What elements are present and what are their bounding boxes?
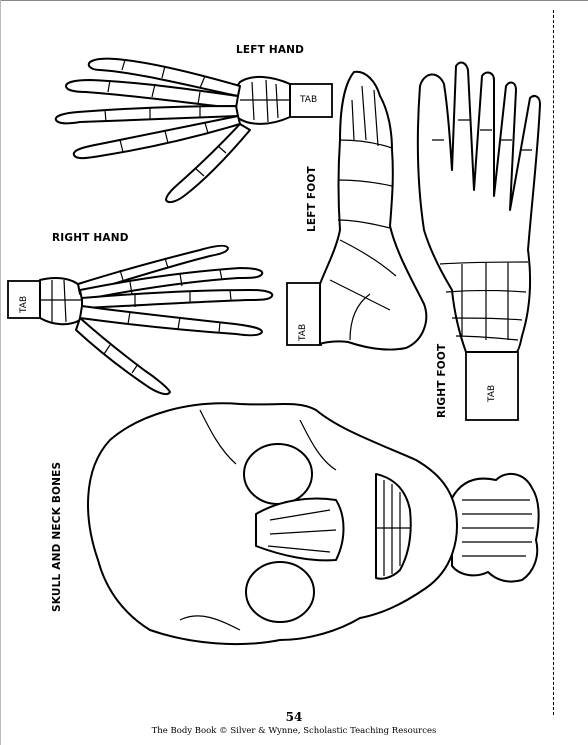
skull-drawing [87,402,540,646]
right-hand-tab-label: TAB [19,295,29,313]
left-foot-label: LEFT FOOT [306,166,318,232]
page-number: 54 [285,710,303,724]
page-edge-top [0,0,588,1]
page-edge-left [0,0,1,745]
right-foot-drawing [416,61,541,421]
left-hand-tab-label: TAB [300,95,318,105]
left-hand-drawing [54,57,333,204]
left-foot-tab [286,282,322,346]
left-foot-drawing [286,70,428,351]
right-foot-label: RIGHT FOOT [436,343,448,418]
right-hand-drawing [7,244,274,396]
skull-label: SKULL AND NECK BONES [51,461,63,612]
copyright-credit: The Body Book © Silver & Wynne, Scholast… [151,726,437,736]
right-hand-label: RIGHT HAND [52,232,129,244]
left-hand-tab [289,83,333,118]
left-hand-label: LEFT HAND [236,44,305,56]
right-foot-tab-label: TAB [487,384,497,402]
left-foot-tab-label: TAB [298,323,308,341]
dashed-cut-line [553,10,554,715]
